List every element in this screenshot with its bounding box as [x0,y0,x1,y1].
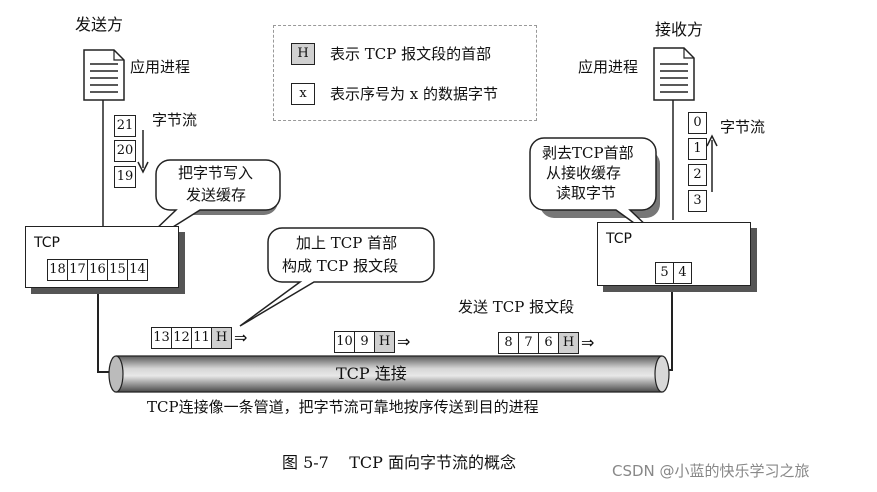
stream-byte: 21 [114,115,136,137]
stream-byte: 2 [688,164,707,186]
receiver-callout-line-2: 从接收缓存 [546,164,622,182]
legend-byte-symbol: x [291,83,315,105]
buffer-byte: 18 [47,259,68,281]
watermark: CSDN @小蓝的快乐学习之旅 [612,462,810,480]
receiver-document-icon [653,47,695,101]
receiver-process-label: 应用进程 [578,58,639,76]
legend-box [273,25,537,121]
pipe-caption: TCP连接像一条管道，把字节流可靠地按序传送到目的进程 [147,398,539,416]
middle-callout-line-2: 构成 TCP 报文段 [282,257,399,275]
segment-byte: 6 [538,332,559,354]
receiver-tcp-label: TCP [606,231,632,247]
receiver-callout-line-1: 剥去TCP首部 [542,144,634,162]
sender-stream-label: 字节流 [152,111,198,129]
receiver-stream-label: 字节流 [720,118,766,136]
middle-callout-bubble [239,227,435,327]
figure-caption: 图 5-7 TCP 面向字节流的概念 [282,453,516,472]
sender-document-icon [83,49,125,101]
buffer-byte: 17 [67,259,88,281]
stream-byte: 20 [114,140,136,162]
sender-process-label: 应用进程 [130,58,191,76]
segment-header: H [558,332,579,354]
sender-callout-line-2: 发送缓存 [186,186,247,204]
buffer-byte: 15 [107,259,128,281]
segment-header: H [211,327,232,349]
segment-byte: 10 [334,331,355,353]
buffer-byte: 5 [655,262,674,284]
stream-byte: 3 [688,190,707,212]
legend-byte-text: 表示序号为 x 的数据字节 [330,85,498,103]
segment-byte: 12 [171,327,192,349]
stream-byte: 1 [688,138,707,160]
middle-callout-line-1: 加上 TCP 首部 [296,234,398,252]
segment-byte: 8 [498,332,519,354]
segment-byte: 11 [191,327,212,349]
legend-header-symbol: H [291,43,315,65]
pipe-label: TCP 连接 [336,364,407,383]
segment-header: H [374,331,395,353]
tcp-connection-pipe [108,355,670,393]
segment-byte: 13 [151,327,172,349]
stream-byte: 19 [114,166,136,188]
stream-byte: 0 [688,112,707,134]
receiver-title: 接收方 [655,20,704,39]
sender-tcp-label: TCP [34,235,60,251]
buffer-byte: 16 [87,259,108,281]
receiver-callout-line-3: 读取字节 [556,184,617,202]
segment-arrow-icon: ⇒ [581,333,595,352]
segment-arrow-icon: ⇒ [397,332,411,351]
segment-byte: 9 [354,331,375,353]
sender-title: 发送方 [75,15,124,34]
segment-arrow-icon: ⇒ [234,328,248,347]
segment-byte: 7 [518,332,539,354]
send-segments-label: 发送 TCP 报文段 [458,298,575,316]
sender-callout-line-1: 把字节写入 [178,164,254,182]
buffer-byte: 14 [127,259,148,281]
legend-header-text: 表示 TCP 报文段的首部 [330,45,492,63]
buffer-byte: 4 [673,262,692,284]
